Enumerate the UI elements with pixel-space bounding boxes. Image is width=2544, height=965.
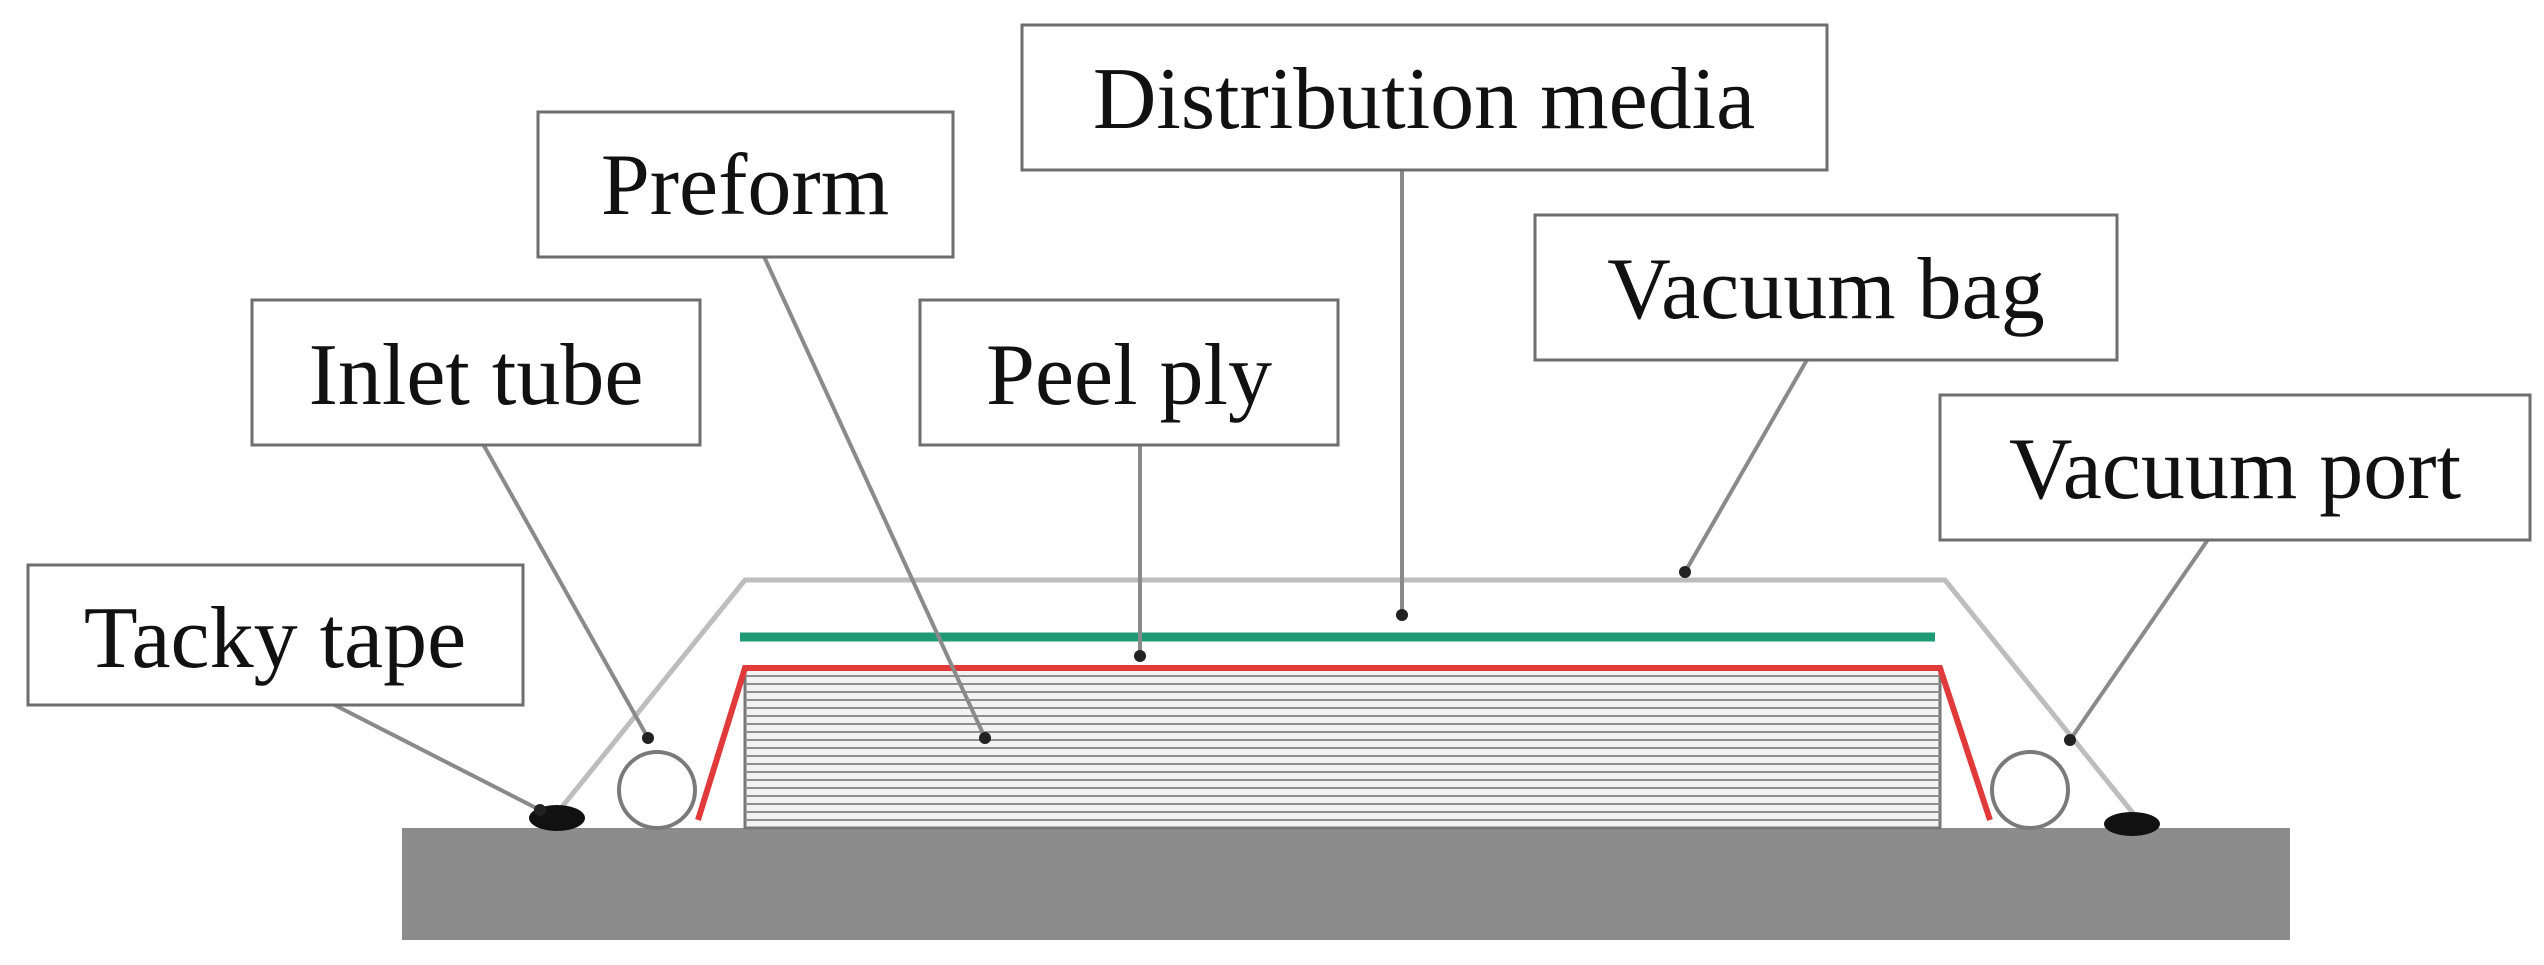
- label-preform-text: Preform: [601, 137, 889, 234]
- label-vacuum-bag: Vacuum bag: [1533, 213, 2119, 362]
- label-peel-ply: Peel ply: [918, 298, 1340, 447]
- label-vacuum-bag-text: Vacuum bag: [1607, 241, 2044, 338]
- label-preform: Preform: [536, 110, 955, 259]
- vacuum-bag: [543, 577, 2147, 830]
- leader-lines: [314, 125, 2220, 816]
- peel-ply-layer: [695, 665, 1993, 821]
- vacuum-port: [1990, 750, 2070, 830]
- label-distribution-media: Distribution media: [1020, 23, 1829, 172]
- tool-plate: [402, 828, 2290, 940]
- label-tacky-tape-text: Tacky tape: [84, 590, 466, 687]
- tacky-tape-right: [2104, 812, 2160, 836]
- label-inlet-tube: Inlet tube: [250, 298, 702, 447]
- inlet-tube: [617, 750, 697, 830]
- label-vacuum-port-text: Vacuum port: [2009, 421, 2461, 518]
- preform-stack: [743, 666, 1942, 830]
- label-vacuum-port: Vacuum port: [1938, 393, 2532, 542]
- label-distribution-media-text: Distribution media: [1093, 51, 1755, 148]
- label-inlet-tube-text: Inlet tube: [309, 327, 644, 424]
- label-peel-ply-text: Peel ply: [986, 327, 1272, 424]
- label-tacky-tape: Tacky tape: [26, 563, 525, 707]
